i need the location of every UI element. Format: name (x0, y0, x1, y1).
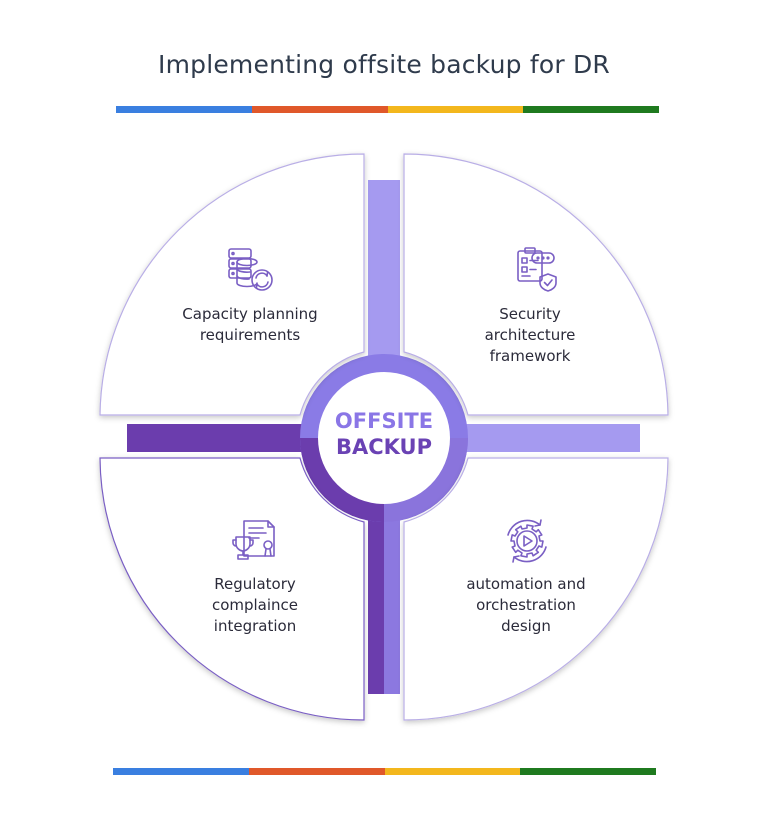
quadrant-label-bottom-left: Regulatory complaince integration (155, 574, 355, 637)
label-line: Capacity planning (182, 305, 318, 323)
label-line: Security (499, 305, 561, 323)
security-checklist-icon (517, 247, 557, 292)
bar-segment-yellow (384, 768, 521, 775)
quadrant-card-bottom-right (403, 457, 669, 721)
quadrant-card-bottom-left (99, 457, 365, 721)
label-line: automation and (466, 575, 586, 593)
quadrant-label-bottom-right: automation and orchestration design (426, 574, 626, 637)
automation-gear-icon (507, 519, 547, 563)
compliance-certificate-icon (232, 520, 275, 560)
database-sync-icon (228, 248, 273, 291)
label-line: design (501, 617, 551, 635)
bar-segment-yellow (387, 106, 524, 113)
label-line: Regulatory (214, 575, 296, 593)
bottom-color-bar (113, 768, 656, 775)
top-color-bar (116, 106, 659, 113)
bar-segment-blue (113, 768, 249, 775)
label-line: orchestration (476, 596, 576, 614)
quadrant-label-top-right: Security architecture framework (430, 304, 630, 367)
label-line: complaince (211, 596, 299, 614)
center-label-line2: BACKUP (335, 435, 433, 459)
center-circle (318, 372, 450, 504)
label-line: architecture (484, 326, 576, 344)
page-title: Implementing offsite backup for DR (158, 50, 610, 79)
label-line: requirements (199, 326, 301, 344)
center-label-line1: OFFSITE (334, 409, 434, 433)
bar-segment-orange (251, 106, 388, 113)
quadrant-card-top-right (403, 153, 669, 416)
label-line: integration (213, 617, 297, 635)
bar-segment-blue (116, 106, 252, 113)
center-label: OFFSITE BACKUP (314, 408, 454, 460)
bar-segment-green (520, 768, 656, 775)
label-line: framework (489, 347, 571, 365)
bar-segment-green (523, 106, 659, 113)
quadrant-label-top-left: Capacity planning requirements (150, 304, 350, 346)
bar-segment-orange (248, 768, 385, 775)
quadrant-card-top-left (99, 153, 365, 416)
